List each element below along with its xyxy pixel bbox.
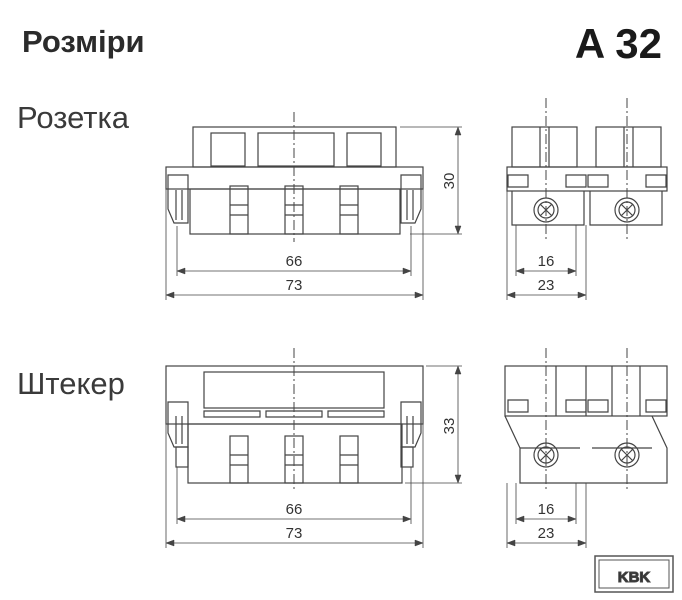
- kbk-logo: KBK: [594, 555, 674, 593]
- socket-dim-73: 73: [286, 277, 303, 294]
- socket-front-view: [165, 112, 462, 300]
- socket-dim-66: 66: [286, 253, 303, 270]
- page-title: Розміри: [22, 24, 145, 59]
- plug-dim-33: 33: [441, 418, 458, 435]
- plug-label: Штекер: [17, 366, 125, 401]
- socket-dim-16: 16: [538, 253, 555, 270]
- socket-dim-30: 30: [441, 173, 458, 190]
- plug-dim-23: 23: [538, 525, 555, 542]
- product-code: A 32: [574, 20, 662, 67]
- plug-dim-73: 73: [286, 525, 303, 542]
- socket-label: Розетка: [17, 100, 129, 135]
- plug-dim-66: 66: [286, 501, 303, 518]
- plug-dim-16: 16: [538, 501, 555, 518]
- plug-side-view: [504, 348, 668, 548]
- socket-side-view: [506, 98, 668, 300]
- plug-front-view: [165, 348, 462, 548]
- socket-dim-23: 23: [538, 277, 555, 294]
- logo-text: KBK: [618, 569, 651, 586]
